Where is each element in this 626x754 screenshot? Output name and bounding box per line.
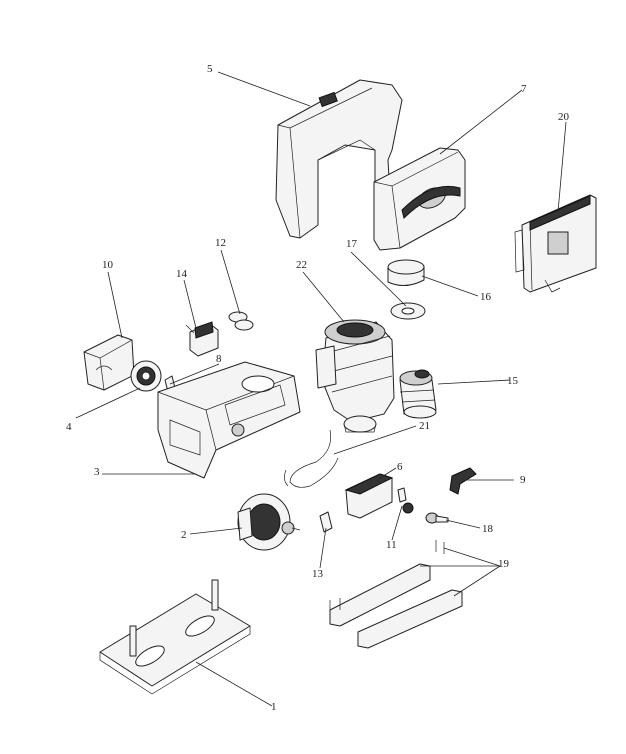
label-10: 10 xyxy=(102,259,114,271)
label-16: 16 xyxy=(480,291,492,303)
part-19-rails xyxy=(329,540,463,649)
label-5: 5 xyxy=(207,63,213,75)
part-16-cap xyxy=(387,259,425,286)
label-7: 7 xyxy=(521,83,527,95)
part-18-screw xyxy=(425,512,449,524)
part-5-top-cover xyxy=(275,79,403,239)
label-22: 22 xyxy=(296,259,307,271)
label-12: 12 xyxy=(215,237,226,249)
label-11: 11 xyxy=(386,539,397,551)
part-2-large-gear xyxy=(237,493,301,551)
label-4: 4 xyxy=(66,421,72,433)
part-7-front-cover xyxy=(373,147,466,251)
label-6: 6 xyxy=(397,461,403,473)
part-17-gasket xyxy=(390,302,426,320)
part-10-cap xyxy=(83,334,135,391)
label-15: 15 xyxy=(507,375,519,387)
label-13: 13 xyxy=(312,568,324,580)
part-11-nut xyxy=(397,487,414,514)
part-12-screws xyxy=(228,311,254,331)
label-18: 18 xyxy=(482,523,494,535)
part-20-circuit-board xyxy=(514,194,597,293)
label-20: 20 xyxy=(558,111,570,123)
part-1-base-plate xyxy=(99,579,251,695)
label-17: 17 xyxy=(346,238,358,250)
label-1: 1 xyxy=(271,701,277,713)
part-14-switch xyxy=(185,321,219,357)
part-13-connector xyxy=(319,511,333,533)
label-3: 3 xyxy=(94,466,100,478)
part-15-pulley xyxy=(399,369,437,419)
part-4-small-gear xyxy=(130,360,162,392)
part-22-motor xyxy=(315,319,395,433)
part-9-lever xyxy=(449,467,477,495)
label-19: 19 xyxy=(498,558,510,570)
label-14: 14 xyxy=(176,268,188,280)
label-8: 8 xyxy=(216,353,222,365)
part-number-labels: 5 7 20 12 17 10 22 14 16 8 15 4 21 6 3 9… xyxy=(66,63,570,713)
leader-lines xyxy=(75,71,567,707)
part-21-wire xyxy=(284,429,339,488)
label-2: 2 xyxy=(181,529,187,541)
part-3-gearbox-housing xyxy=(157,361,301,479)
label-21: 21 xyxy=(419,420,430,432)
label-9: 9 xyxy=(520,474,526,486)
part-6-cover-plate xyxy=(344,473,394,519)
